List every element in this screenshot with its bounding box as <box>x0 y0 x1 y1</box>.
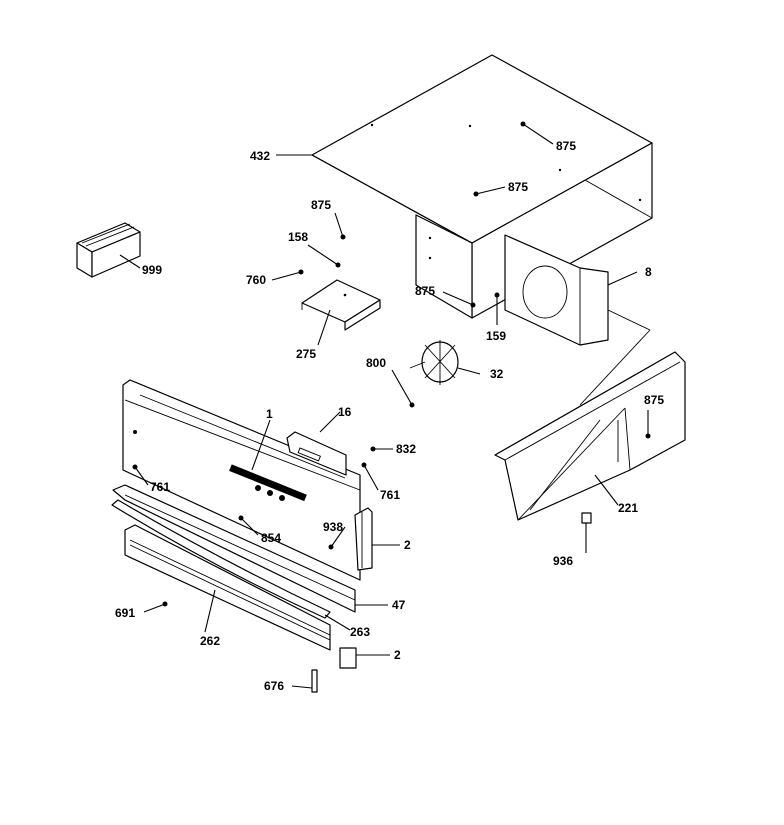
callout-999: 999 <box>142 263 162 277</box>
leader-lines <box>119 123 649 689</box>
display-part-16 <box>286 431 347 476</box>
callout-32: 32 <box>490 367 504 381</box>
callout-832: 832 <box>396 442 416 456</box>
control-panel-part-1 <box>122 379 361 581</box>
callout-875-fan: 875 <box>415 284 435 298</box>
side-panel-part-221 <box>494 351 686 521</box>
callout-158: 158 <box>288 230 308 244</box>
callout-8: 8 <box>645 265 652 279</box>
bracket-part-2-upper <box>354 507 373 571</box>
callout-2-upper: 2 <box>404 538 411 552</box>
trim-strip-part-263 <box>111 499 331 619</box>
callout-676: 676 <box>264 679 284 693</box>
box-part-999 <box>76 222 141 278</box>
callout-760: 760 <box>246 273 266 287</box>
callout-854: 854 <box>261 531 281 545</box>
callout-875-top: 875 <box>556 139 576 153</box>
callout-263: 263 <box>350 625 370 639</box>
callout-936: 936 <box>553 554 573 568</box>
callout-761-left: 761 <box>150 480 170 494</box>
callout-47: 47 <box>392 598 406 612</box>
callout-275: 275 <box>296 347 316 361</box>
callout-262: 262 <box>200 634 220 648</box>
callout-875-cover: 875 <box>508 180 528 194</box>
callout-432: 432 <box>250 149 270 163</box>
vent-panel-part-262 <box>124 524 331 651</box>
callout-691: 691 <box>115 606 135 620</box>
fan-shroud-part-8 <box>504 234 651 406</box>
bracket-part-275 <box>301 279 381 331</box>
callout-1: 1 <box>266 407 273 421</box>
callout-labels: 432 875 875 875 999 158 760 275 8 875 15… <box>115 139 664 693</box>
callout-761-right: 761 <box>380 488 400 502</box>
callout-16: 16 <box>338 405 352 419</box>
callout-875-side: 875 <box>644 393 664 407</box>
callout-2-lower: 2 <box>394 648 401 662</box>
callout-800: 800 <box>366 356 386 370</box>
fan-motor-part-32 <box>409 340 459 385</box>
top-cover-part <box>311 54 653 319</box>
callout-159: 159 <box>486 329 506 343</box>
trim-strip-part-47 <box>112 484 356 613</box>
callout-938: 938 <box>323 520 343 534</box>
callout-221: 221 <box>618 501 638 515</box>
callout-875-bracket: 875 <box>311 198 331 212</box>
bracket-part-2-lower <box>339 647 357 669</box>
